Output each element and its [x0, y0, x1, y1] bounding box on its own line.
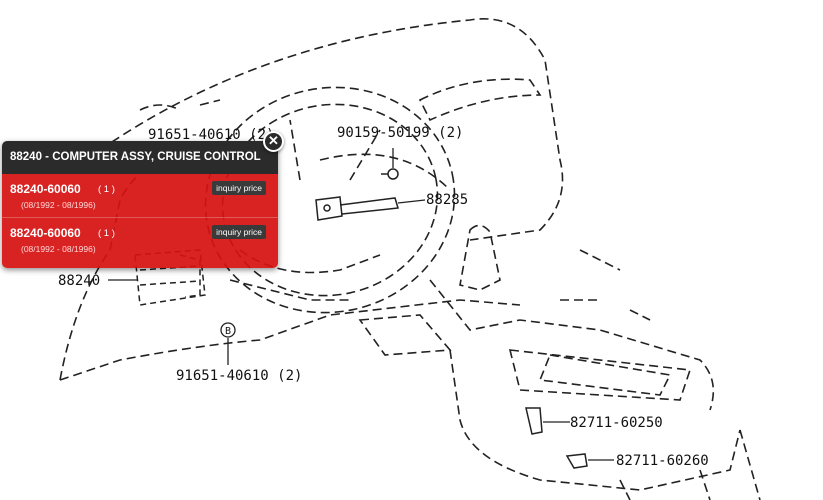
popup-title: 88240 - COMPUTER ASSY, CRUISE CONTROL: [2, 141, 278, 174]
label-screw-top: 90159-50199 (2): [337, 125, 463, 141]
part-row: 88240-60060 ( 1 ) (08/1992 - 08/1996) in…: [2, 218, 278, 261]
label-switch: 88285: [426, 192, 468, 208]
inquiry-price-button[interactable]: inquiry price: [212, 181, 266, 195]
part-info-popup: 88240 - COMPUTER ASSY, CRUISE CONTROL 88…: [2, 141, 278, 268]
label-clamp-1: 82711-60250: [570, 415, 663, 431]
part-row: 88240-60060 ( 1 ) (08/1992 - 08/1996) in…: [2, 174, 278, 218]
part-number-link[interactable]: 88240-60060: [10, 182, 81, 196]
inquiry-price-button[interactable]: inquiry price: [212, 225, 266, 239]
clamps: [525, 407, 588, 469]
marker-b-label: B: [225, 326, 231, 337]
close-icon[interactable]: ✕: [263, 131, 284, 152]
part-date-range: (08/1992 - 08/1996): [21, 244, 96, 254]
part-number-link[interactable]: 88240-60060: [10, 226, 81, 240]
label-bolt-bottom: 91651-40610 (2): [176, 368, 302, 384]
label-clamp-2: 82711-60260: [616, 453, 709, 469]
cruise-switch: [315, 196, 399, 221]
part-quantity: ( 1 ): [98, 228, 115, 239]
part-quantity: ( 1 ): [98, 184, 115, 195]
screw: [381, 168, 399, 180]
label-computer: 88240: [58, 273, 100, 289]
popup-body: 88240-60060 ( 1 ) (08/1992 - 08/1996) in…: [2, 174, 278, 268]
leader-lines: [108, 148, 614, 461]
marker-b: B: [220, 322, 236, 338]
label-bolt-top: 91651-40610 (2): [148, 127, 274, 143]
part-date-range: (08/1992 - 08/1996): [21, 200, 96, 210]
